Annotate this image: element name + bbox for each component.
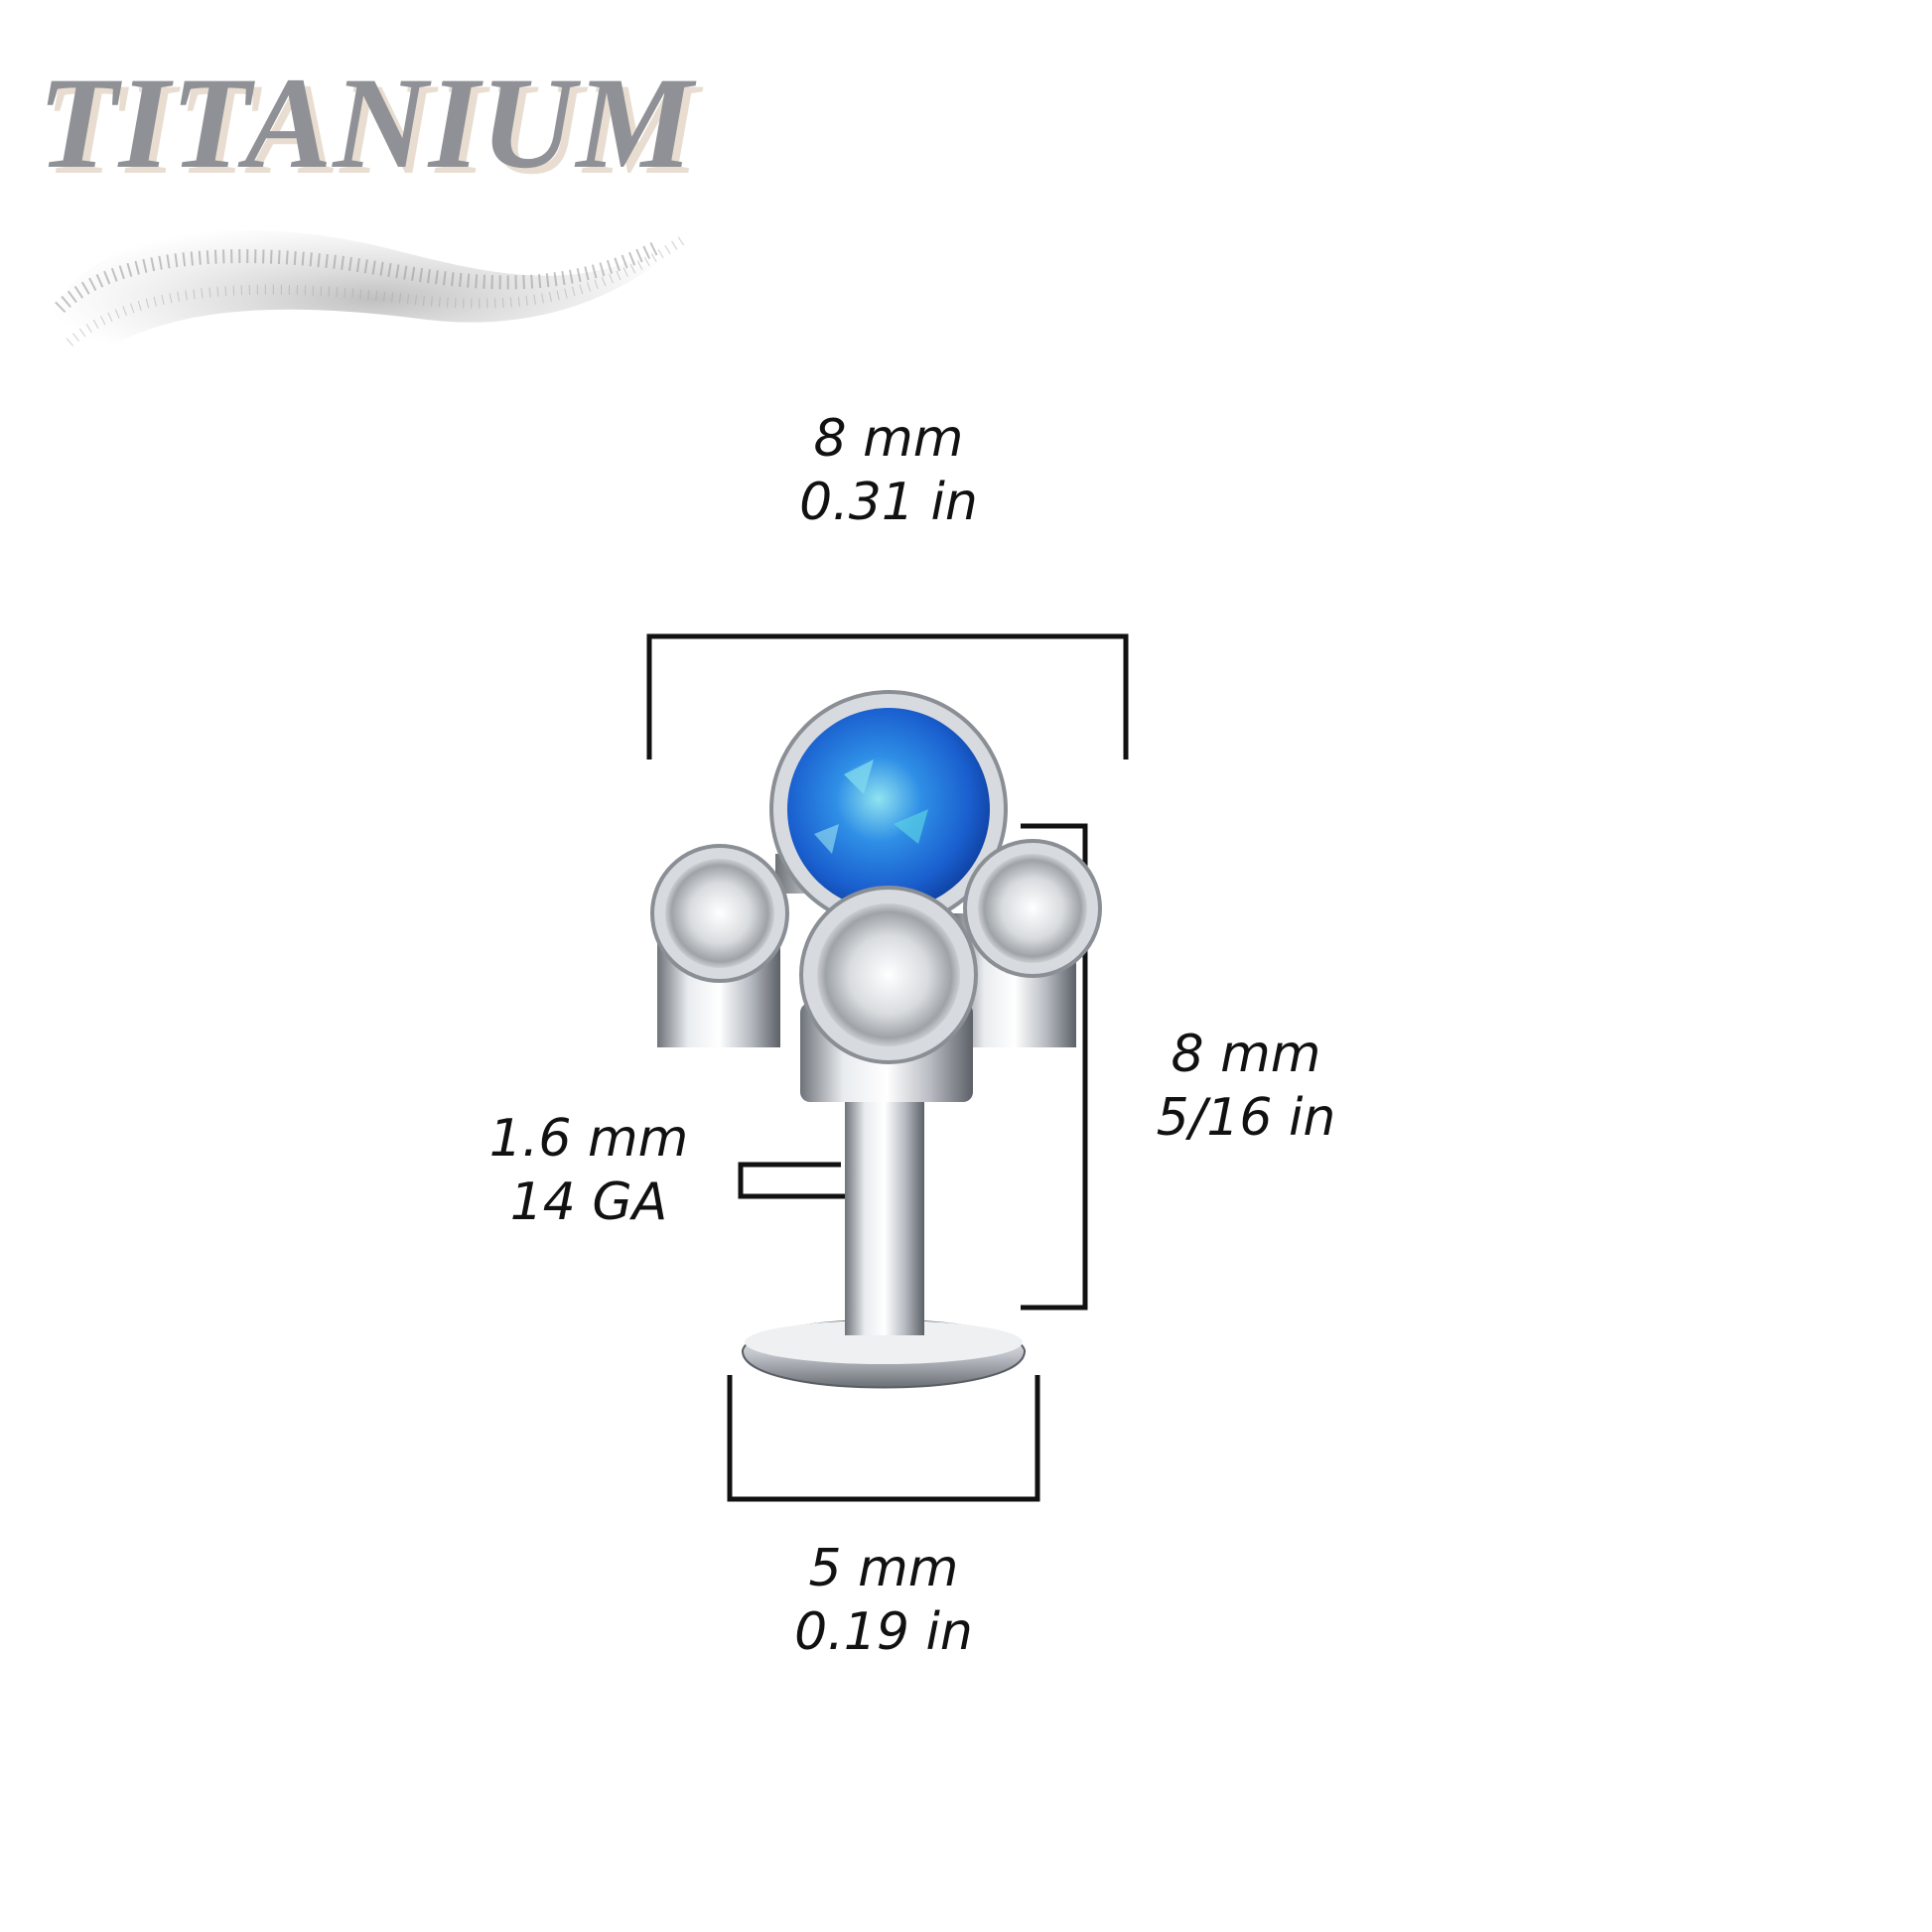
right-crystal-stone <box>963 839 1102 978</box>
center-opal-stone <box>769 690 1008 928</box>
disc-width-metric: 5 mm <box>808 1539 959 1598</box>
disc-width-label: 5 mm 0.19 in <box>715 1537 1052 1664</box>
gauge-bracket <box>738 1162 886 1199</box>
post-length-bracket <box>1021 823 1088 1311</box>
disc-back <box>741 1319 1027 1389</box>
top-width-label: 8 mm 0.31 in <box>720 407 1057 534</box>
post <box>845 1092 924 1335</box>
post-length-label: 8 mm 5/16 in <box>1077 1023 1415 1150</box>
post-length-metric: 8 mm <box>1171 1025 1321 1084</box>
top-width-bracket <box>646 633 1129 759</box>
dimension-lines <box>646 633 1129 1502</box>
gauge-imperial: 14 GA <box>509 1173 668 1232</box>
disc-width-imperial: 0.19 in <box>794 1602 973 1662</box>
post-length-imperial: 5/16 in <box>1156 1088 1336 1148</box>
left-crystal-stone <box>650 844 789 983</box>
top-width-metric: 8 mm <box>813 409 964 469</box>
gauge-label: 1.6 mm 14 GA <box>420 1107 758 1234</box>
gauge-metric: 1.6 mm <box>488 1109 689 1169</box>
brand-title: TITANIUM <box>38 50 694 196</box>
top-width-imperial: 0.31 in <box>799 473 978 532</box>
disc-width-bracket <box>727 1375 1040 1502</box>
bottom-crystal-stone <box>799 886 978 1064</box>
glitter-swoosh <box>45 220 705 377</box>
